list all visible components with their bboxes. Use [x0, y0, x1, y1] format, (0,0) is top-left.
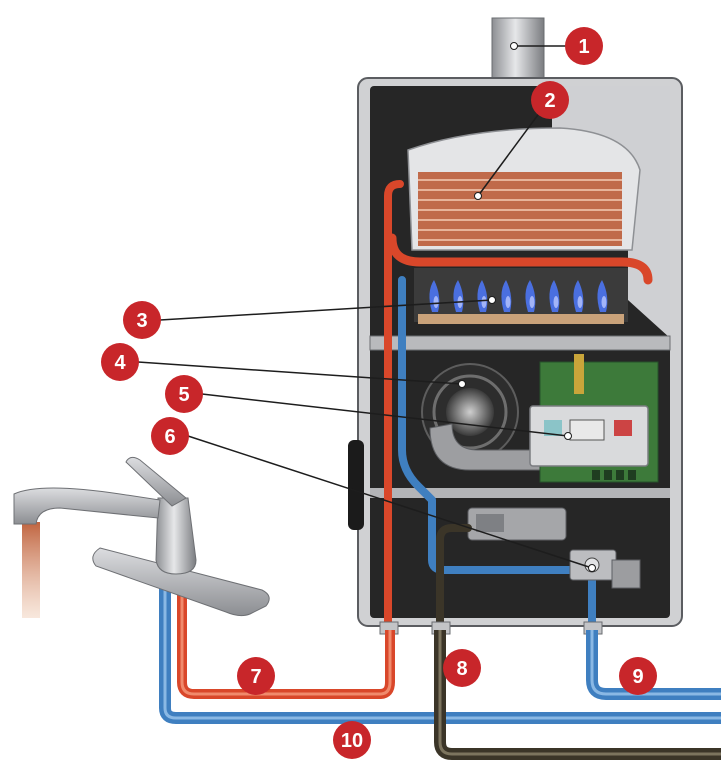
svg-text:1: 1 — [578, 36, 589, 58]
callout-10: 10 — [333, 721, 371, 759]
svg-text:9: 9 — [632, 666, 643, 688]
callout-6: 6 — [151, 417, 189, 455]
internal-pipes — [384, 180, 596, 630]
control-board — [529, 354, 659, 483]
burner — [414, 268, 628, 324]
svg-text:3: 3 — [136, 310, 147, 332]
fan — [421, 363, 541, 471]
callout-5: 5 — [165, 375, 203, 413]
hot-water-outlet — [177, 574, 395, 699]
leader-lines — [137, 45, 593, 569]
cold-water-inlet — [586, 630, 721, 700]
target-dots — [458, 42, 596, 572]
callout-1: 1 — [565, 27, 603, 65]
cold-water-line — [159, 574, 721, 724]
faucet — [13, 456, 270, 618]
svg-text:7: 7 — [250, 666, 261, 688]
svg-text:10: 10 — [341, 730, 363, 752]
callout-8: 8 — [443, 649, 481, 687]
svg-text:6: 6 — [164, 426, 175, 448]
callout-9: 9 — [619, 657, 657, 695]
svg-text:2: 2 — [544, 90, 555, 112]
callout-4: 4 — [101, 343, 139, 381]
callout-3: 3 — [123, 301, 161, 339]
callout-7: 7 — [237, 657, 275, 695]
flow-sensor — [569, 549, 641, 589]
gas-supply — [434, 630, 721, 760]
svg-text:8: 8 — [456, 658, 467, 680]
gas-valve — [467, 507, 567, 541]
svg-text:5: 5 — [178, 384, 189, 406]
svg-text:4: 4 — [114, 352, 126, 374]
heat-exchanger — [387, 127, 653, 285]
callout-2: 2 — [531, 81, 569, 119]
